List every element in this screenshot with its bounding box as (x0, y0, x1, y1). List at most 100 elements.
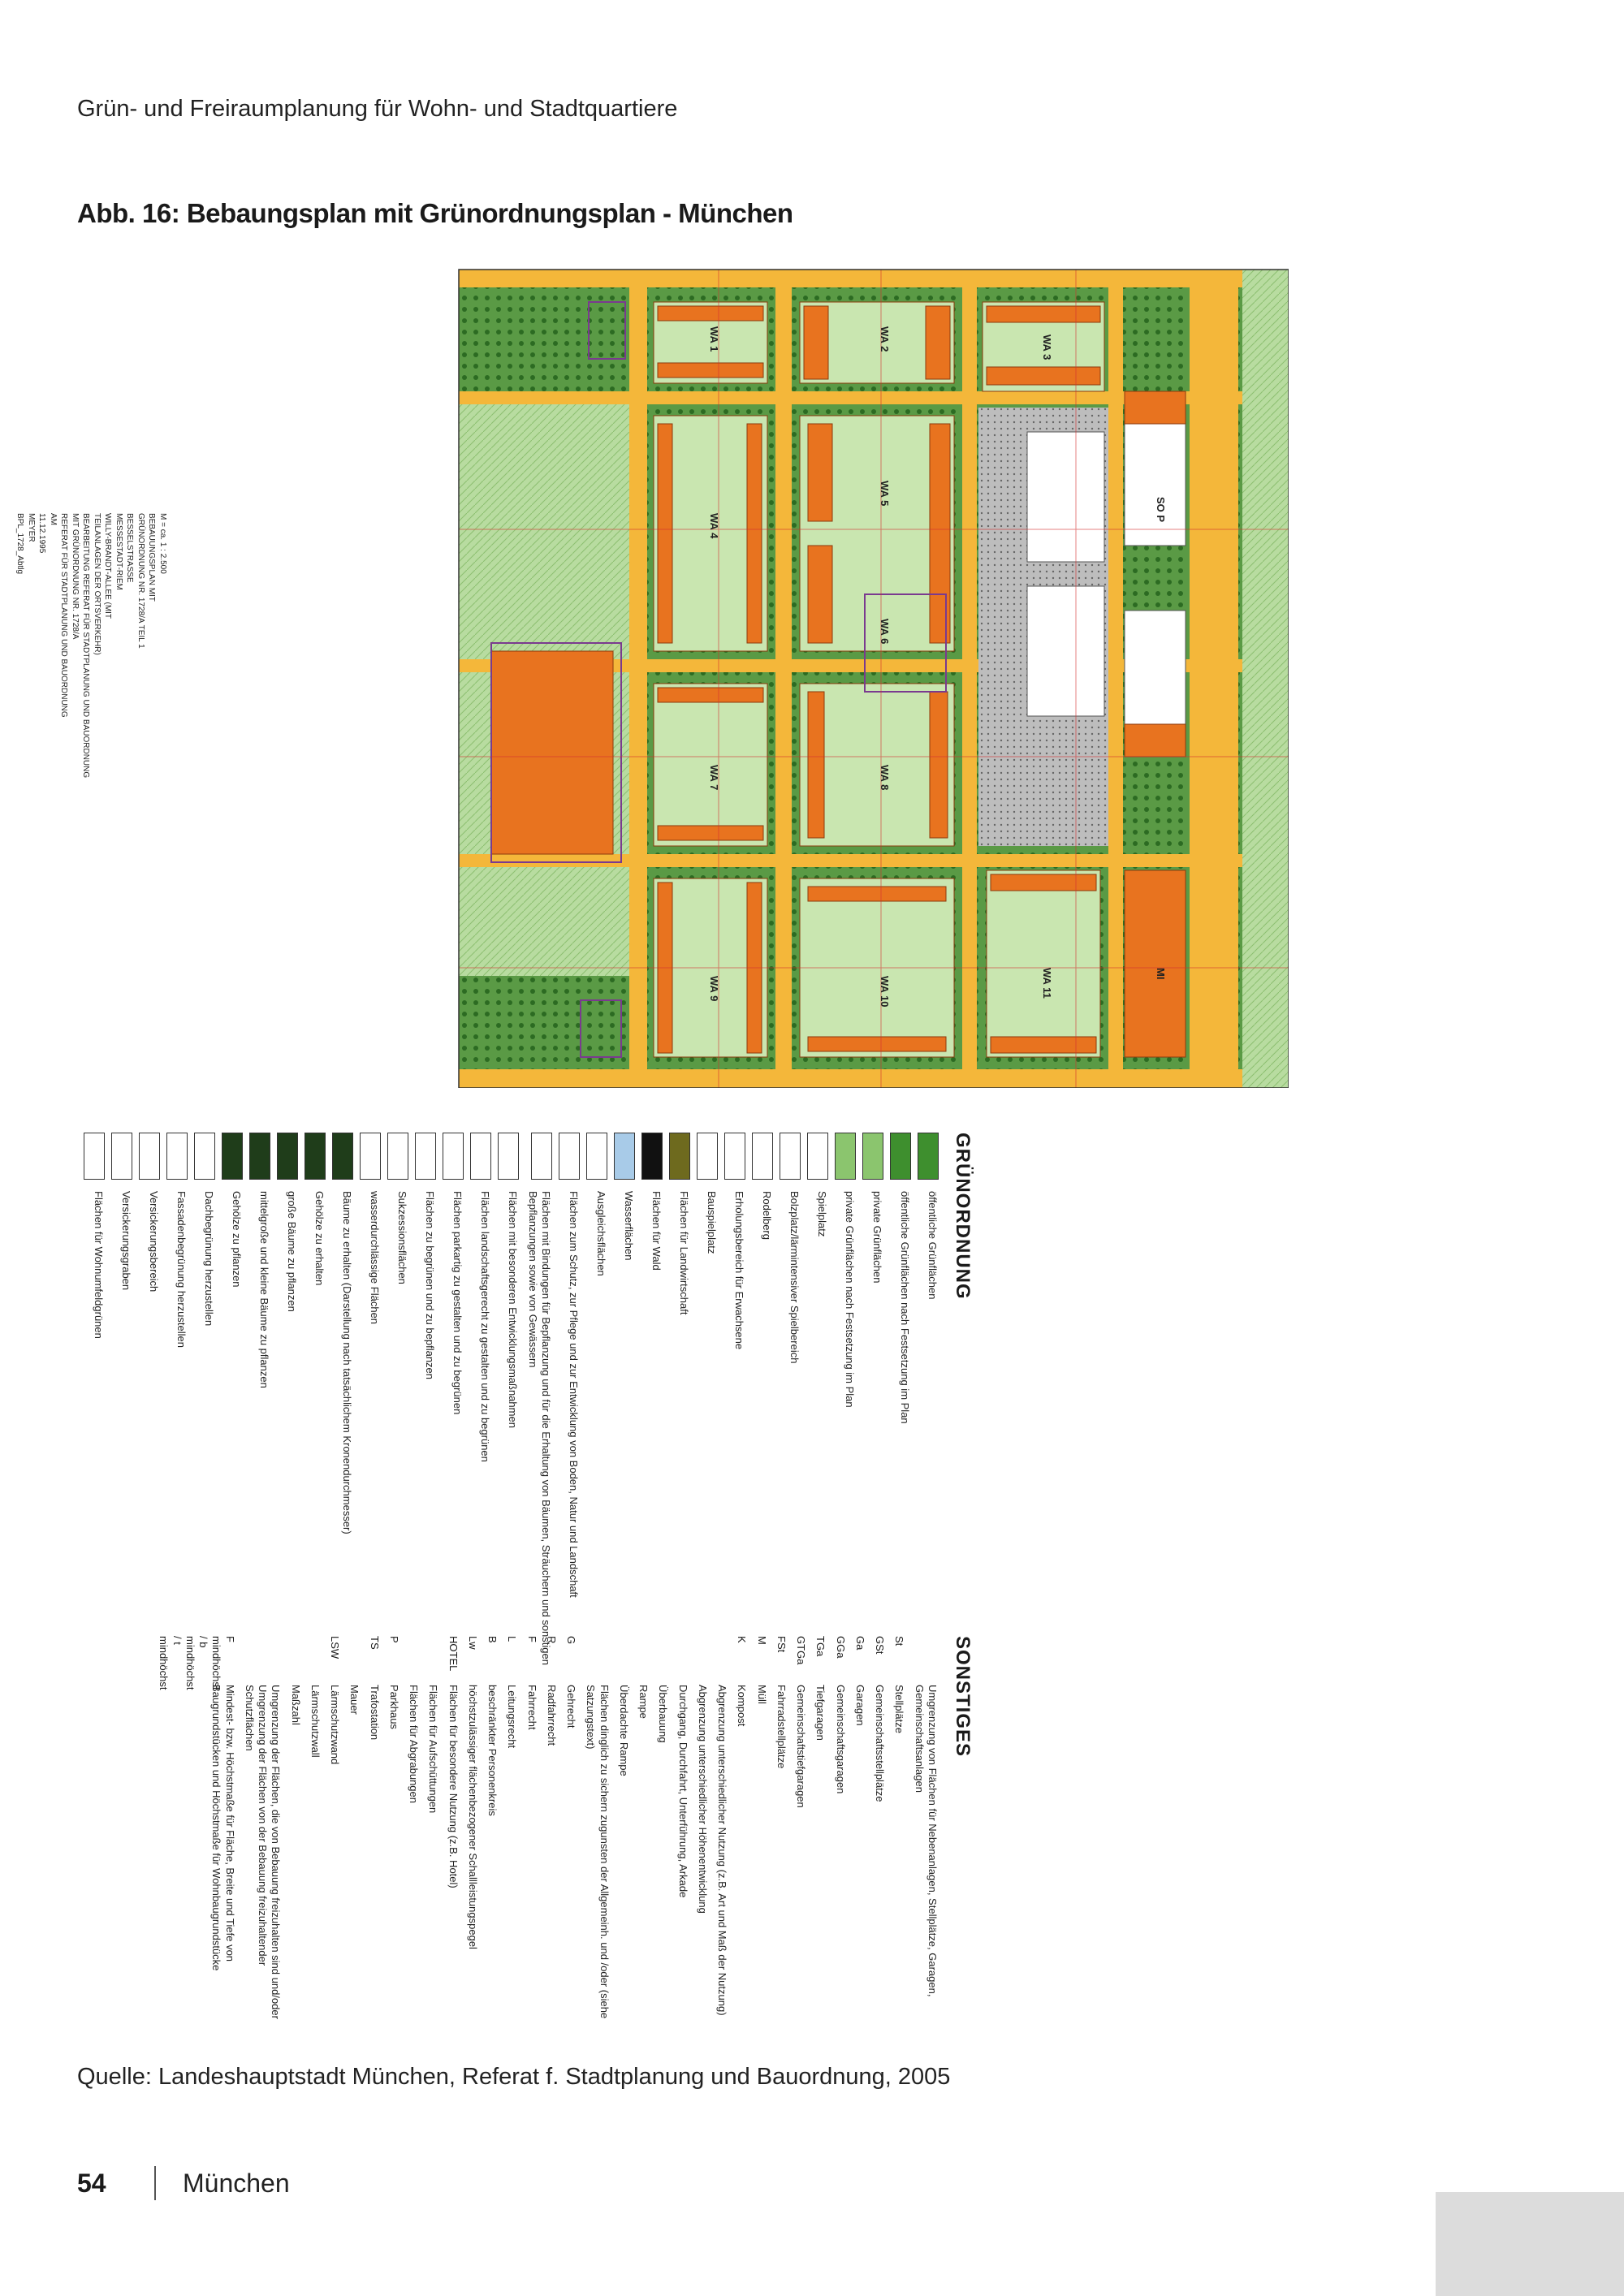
legend-label: Flächen landschaftsgerecht zu gestalten … (479, 1191, 492, 1462)
zone-label: WA 6 (879, 619, 891, 644)
legend-symbol (111, 1133, 133, 1180)
zone-label: WA 9 (708, 976, 720, 1001)
legend-item-sonstiges: Mauer (348, 1636, 361, 2026)
legend-label: Wasserflächen (623, 1191, 635, 1261)
legend-item-gruen: große Bäume zu pflanzen (277, 1133, 299, 1701)
plan-annotation-line: BESSELSTRASSE (125, 513, 135, 583)
legend-label: Parkhaus (388, 1685, 400, 1729)
legend-item-sonstiges: Umgrenzung der Flächen, die von Bebauung… (243, 1636, 283, 2026)
legend-code: TS (368, 1636, 381, 1650)
legend-symbol (332, 1133, 354, 1180)
legend-label: Versickerungsgraben (120, 1191, 133, 1291)
legend-label: Gehölze zu pflanzen (231, 1191, 244, 1288)
legend-symbol (862, 1133, 883, 1180)
map-body (458, 269, 1289, 1088)
legend-symbol (890, 1133, 911, 1180)
legend-item-gruen: öffentliche Grünflächen (918, 1133, 939, 1701)
legend-item-sonstiges: Rampe (637, 1636, 650, 2026)
legend-label: Radfahrrecht (546, 1685, 558, 1746)
legend-label: Flächen für Aufschüttungen (427, 1685, 440, 1814)
legend-code: M (755, 1636, 768, 1645)
corner-tab (1436, 2192, 1624, 2296)
legend-label: Flächen zu begrünen und zu bepflanzen (424, 1191, 437, 1380)
legend-label: Gemeinschaftsgaragen (834, 1685, 847, 1794)
legend-symbol (724, 1133, 745, 1180)
legend-heading-sonstiges: SONSTIGES (952, 1636, 974, 1758)
legend-label: Flächen mit Bindungen für Bepflanzung un… (526, 1191, 552, 1665)
legend-label: Umgrenzung der Flächen, die von Bebauung… (244, 1685, 283, 2019)
legend-item-gruen: Bäume zu erhalten (Darstellung nach tats… (332, 1133, 354, 1701)
legend-code: B (486, 1636, 499, 1643)
legend-symbol (470, 1133, 492, 1180)
legend-symbol (194, 1133, 216, 1180)
legend-label: Ausgleichsflächen (595, 1191, 607, 1276)
legend-symbol (697, 1133, 718, 1180)
legend-item-gruen: Bolzplatz/lärmintensiver Spielbereich (780, 1133, 801, 1701)
legend-item-sonstiges: Abgrenzung unterschiedlicher Nutzung (z.… (715, 1636, 728, 2026)
legend-item-sonstiges: Flächen dinglich zu sichern zugunsten de… (584, 1636, 611, 2026)
legend-item-gruen: Flächen mit besonderen Entwicklungsmaßna… (498, 1133, 520, 1701)
plan-annotation-line: AM (49, 513, 58, 525)
legend-symbol (84, 1133, 106, 1180)
footer-city: München (183, 2169, 290, 2198)
legend-item-sonstiges: M Müll (755, 1636, 768, 2026)
legend-symbol (387, 1133, 409, 1180)
legend-label: Stellplätze (893, 1685, 906, 1733)
legend-label: Flächen für Landwirtschaft (678, 1191, 690, 1315)
legend-item-gruen: Bauspielplatz (697, 1133, 718, 1701)
legend-item-gruen: private Grünflächen nach Festsetzung im … (835, 1133, 856, 1701)
legend-item-sonstiges: Umgrenzung von Flächen für Nebenanlagen,… (913, 1636, 939, 2026)
plan-annotation-line: BPL_1728_Abtlg (15, 513, 25, 575)
legend-label: Umgrenzung von Flächen für Nebenanlagen,… (913, 1685, 939, 1997)
legend-label: Abgrenzung unterschiedlicher Nutzung (z.… (716, 1685, 729, 2016)
legend-label: Überdachte Rampe (618, 1685, 630, 1776)
legend-code: F (525, 1636, 538, 1642)
zone-label: SO P (1155, 497, 1167, 522)
legend-label: Überbauung (657, 1685, 670, 1743)
legend-item-gruen: Flächen für Wald (641, 1133, 663, 1701)
legend-label: Müll (755, 1685, 768, 1704)
legend-label: Rampe (637, 1685, 650, 1719)
legend-label: Gemeinschaftsstellplätze (874, 1685, 887, 1802)
legend-label: Lärmschutzwand (329, 1685, 342, 1765)
legend-code: GGa (834, 1636, 847, 1659)
legend-item-gruen: Flächen parkartig zu gestalten und zu be… (443, 1133, 464, 1701)
plan-annotation-line: WILLY-BRANDT-ALLEE (MIT (103, 513, 113, 619)
legend-label: Leitungsrecht (506, 1685, 519, 1749)
legend-code: P (388, 1636, 400, 1643)
legend-label: Abgrenzung unterschiedlicher Höhenentwic… (697, 1685, 709, 1914)
plan-annotation-line: MEYER (27, 513, 36, 542)
legend-symbol (586, 1133, 607, 1180)
legend-item-gruen: Flächen für Landwirtschaft (669, 1133, 690, 1701)
legend-label: mittelgroße und kleine Bäume zu pflanzen (258, 1191, 271, 1388)
legend-label: Fassadenbegrünung herzustellen (175, 1191, 188, 1348)
legend-item-gruen: Flächen zu begrünen und zu bepflanzen (415, 1133, 437, 1701)
legend-item-gruen: Flächen zum Schutz, zur Pflege und zur E… (559, 1133, 580, 1701)
running-head: Grün- und Freiraumplanung für Wohn- und … (77, 96, 678, 122)
legend-label: Flächen dinglich zu sichern zugunsten de… (585, 1685, 611, 2019)
legend-symbol (531, 1133, 552, 1180)
legend-label: Mauer (348, 1685, 361, 1715)
legend-label: Bolzplatz/lärmintensiver Spielbereich (788, 1191, 801, 1364)
legend-symbol (277, 1133, 299, 1180)
zone-label: WA 3 (1041, 334, 1053, 360)
legend-label: Lärmschutzwall (309, 1685, 322, 1758)
legend-label: Erholungsbereich für Erwachsene (733, 1191, 745, 1350)
legend-label: öffentliche Grünflächen nach Festsetzung… (899, 1191, 911, 1424)
legend-item-gruen: private Grünflächen (862, 1133, 883, 1701)
legend-item-sonstiges: Überdachte Rampe (617, 1636, 630, 2026)
zone-label: WA 1 (708, 326, 720, 352)
zone-label: WA 5 (879, 481, 891, 506)
zone-label: WA 10 (879, 976, 891, 1008)
legend-code: F mindhöchst / b mindhöchst / t mindhöch… (158, 1636, 236, 1690)
